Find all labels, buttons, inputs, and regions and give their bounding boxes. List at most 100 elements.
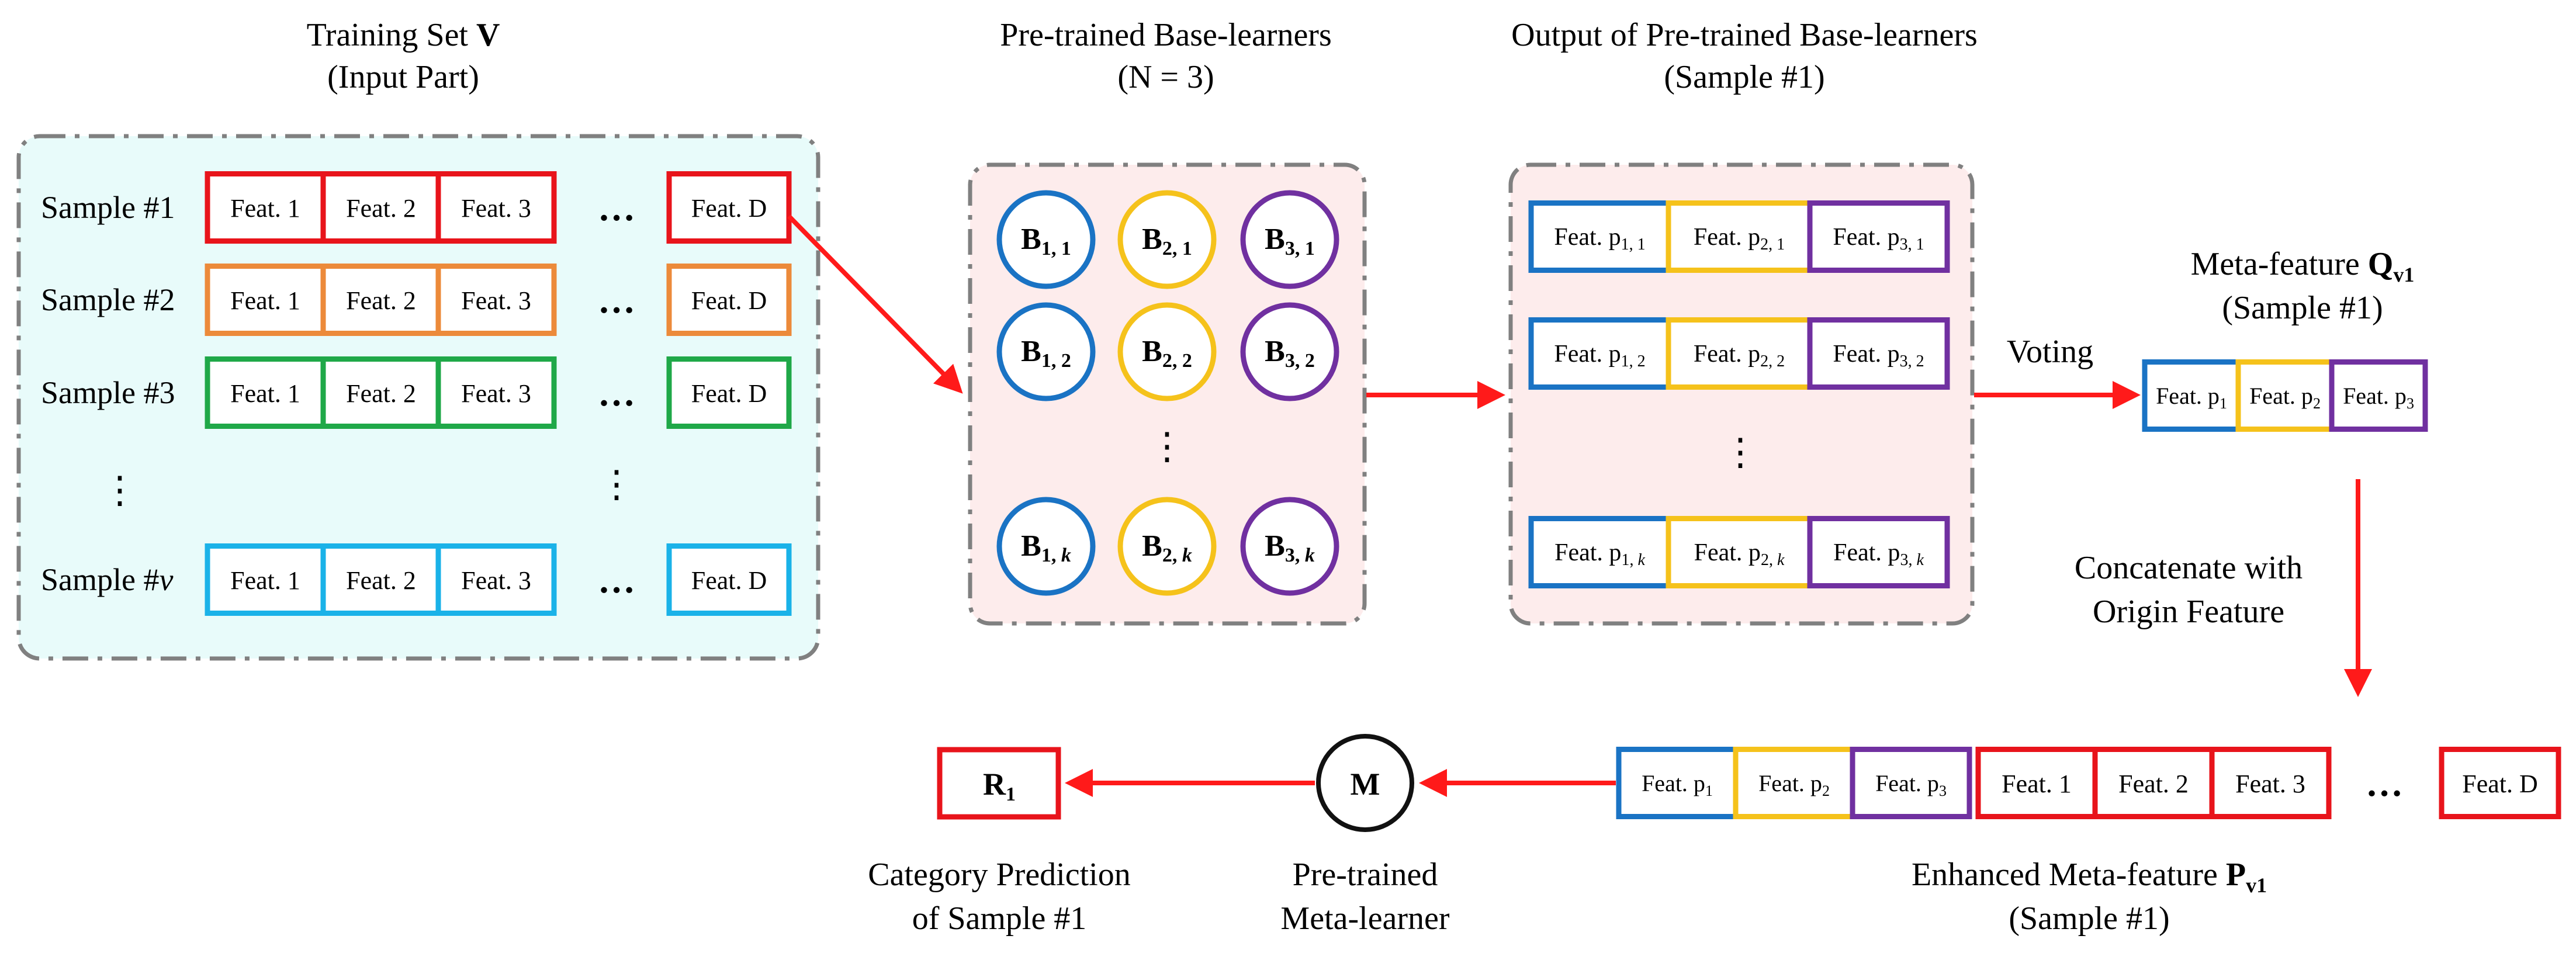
output-cell	[1528, 200, 1671, 273]
feature-cell	[435, 171, 557, 244]
flow-arrows	[787, 214, 2372, 797]
base-learner-node: B2, 2	[1117, 302, 1217, 401]
meta-feature-cell	[2329, 359, 2428, 432]
meta-learner-node	[1316, 734, 1414, 832]
output-cell	[1666, 516, 1813, 588]
base-learners-title: Pre-trained Base-learners	[1000, 17, 1332, 53]
base-learner-node: B2, 1	[1117, 190, 1217, 289]
feature-ellipsis: …	[598, 279, 635, 321]
meta-feature-cell-label: Feat. p1	[2156, 383, 2227, 412]
meta-feature-cell	[2235, 359, 2335, 432]
base-learner-circle	[1117, 190, 1217, 289]
voting-label: Voting	[2007, 334, 2093, 370]
feature-cell	[435, 356, 557, 429]
outputs-panel	[1508, 162, 1975, 626]
feature-cell-last	[666, 543, 792, 616]
base-learner-circle	[996, 302, 1096, 401]
base-learner-node: B1, 2	[996, 302, 1096, 401]
training-set-subtitle: (Input Part)	[327, 59, 479, 95]
concatenate-label-line1: Concatenate with	[2075, 550, 2303, 586]
feature-columns-vdots: ⋮	[598, 463, 635, 505]
base-learner-label: B2, 2	[1142, 335, 1192, 372]
base-learner-label: B1, 1	[1021, 223, 1071, 259]
output-cell-label: Feat. p3, 1	[1833, 224, 1924, 254]
enhanced-meta-cell-label: Feat. p3	[1875, 770, 1947, 799]
meta-feature-cell	[2142, 359, 2241, 432]
base-learner-circle	[1117, 497, 1217, 596]
base-learner-circle	[996, 497, 1096, 596]
feature-cell	[435, 264, 557, 336]
feature-ellipsis: …	[598, 372, 635, 414]
base-learner-label: B2, 1	[1142, 223, 1192, 259]
base-learner-node: B3, 1	[1240, 190, 1339, 289]
enhanced-meta-cell-label: Feat. p2	[1758, 770, 1830, 799]
enhanced-feature-cell	[2209, 747, 2332, 819]
output-cell	[1807, 200, 1950, 273]
arrow-input-to-learners	[787, 214, 963, 394]
meta-feature-title: Meta-feature Qv1	[2191, 246, 2415, 286]
training-set-title: Training Set V	[307, 17, 500, 53]
sample-label: Sample #v	[41, 562, 173, 597]
meta-feature-cell-label: Feat. p3	[2343, 383, 2414, 412]
meta-learner-label-line1: Pre-trained	[1293, 857, 1438, 893]
result-section: R1 Category Prediction of Sample #1	[868, 747, 1131, 937]
feature-cell-label: Feat. D	[691, 566, 767, 595]
feature-cell-label: Feat. 3	[461, 566, 531, 595]
feature-cell-label: Feat. 1	[230, 286, 300, 315]
enhanced-feature-cell-label: Feat. 2	[2118, 770, 2189, 798]
base-learner-label: B3, 2	[1265, 335, 1315, 372]
feature-cell	[320, 356, 442, 429]
outputs-subtitle: (Sample #1)	[1664, 59, 1824, 95]
feature-cell	[435, 543, 557, 616]
feature-cell-label: Feat. D	[691, 286, 767, 315]
base-learners-subtitle: (N = 3)	[1117, 59, 1214, 95]
feature-cell	[320, 543, 442, 616]
result-label-line2: of Sample #1	[912, 900, 1087, 937]
outputs-section: Output of Pre-trained Base-learners (Sam…	[1508, 17, 1978, 626]
feature-cell-label: Feat. 1	[230, 566, 300, 595]
feature-cell-label: Feat. 3	[461, 379, 531, 408]
output-cell-label: Feat. p3, k	[1833, 539, 1924, 569]
feature-cell-label: Feat. D	[691, 194, 767, 223]
base-learner-circle	[1240, 190, 1339, 289]
base-learners-vdots: ⋮	[1148, 425, 1186, 467]
enhanced-feature-cell-label: Feat. 3	[2235, 770, 2305, 798]
base-learner-node: B3, 2	[1240, 302, 1339, 401]
enhanced-meta-cell	[1850, 747, 1972, 819]
feature-cell-label: Feat. D	[691, 379, 767, 408]
enhanced-meta-cell-label: Feat. p1	[1642, 770, 1713, 799]
base-learner-node: B3, k	[1240, 497, 1339, 596]
enhanced-subtitle: (Sample #1)	[2009, 900, 2169, 937]
feature-cell-label: Feat. 2	[346, 379, 416, 408]
feature-cell	[205, 264, 326, 336]
output-cell	[1666, 200, 1813, 273]
base-learner-grid: B1, 1 B2, 1 B3, 1 B1, 2 B2, 2 B3, 2 B1, k B2, k…	[996, 190, 1339, 596]
sample-label: Sample #2	[41, 282, 175, 317]
enhanced-meta-cell	[1733, 747, 1855, 819]
base-learner-label: B1, 2	[1021, 335, 1071, 372]
feature-cell-label: Feat. 2	[346, 286, 416, 315]
feature-cell-last	[666, 171, 792, 244]
meta-feature-subtitle: (Sample #1)	[2222, 290, 2383, 326]
enhanced-feature-cell-label: Feat. D	[2462, 770, 2538, 798]
result-box	[937, 747, 1061, 820]
feature-cell-label: Feat. 2	[346, 566, 416, 595]
base-learner-label: B1, k	[1021, 529, 1071, 566]
meta-learner-symbol: M	[1351, 767, 1380, 802]
base-learner-label: B2, k	[1142, 529, 1192, 566]
output-cell	[1807, 516, 1950, 588]
feature-cell	[320, 171, 442, 244]
feature-cell-label: Feat. 2	[346, 194, 416, 223]
base-learner-circle	[1117, 302, 1217, 401]
